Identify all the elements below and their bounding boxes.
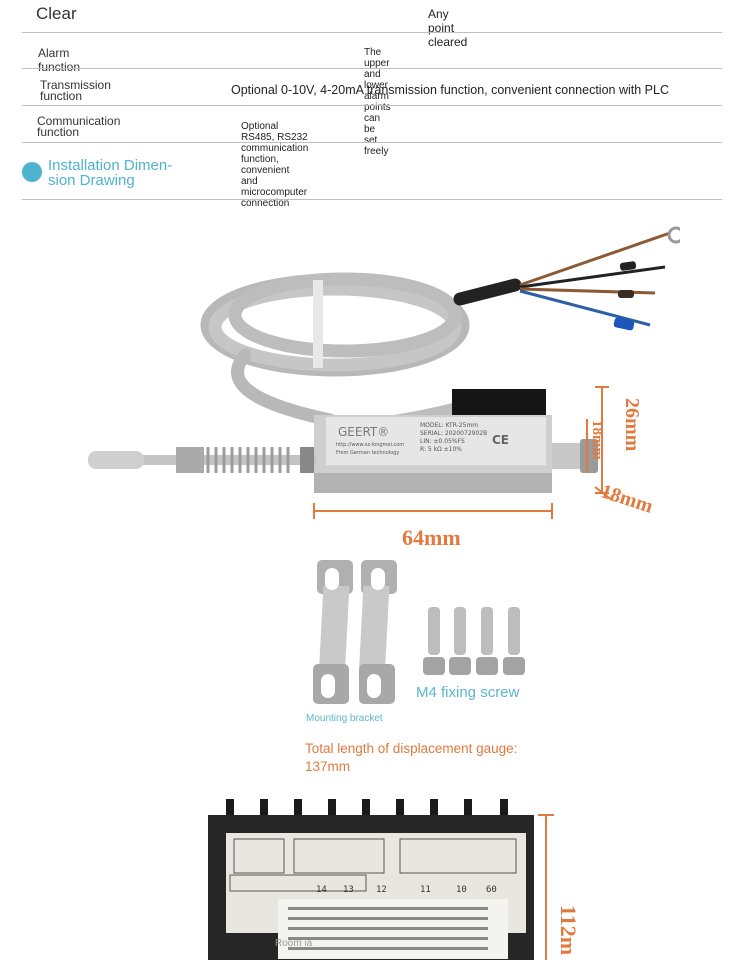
- sensor-url: http://www.sz-longmei.com: [336, 442, 405, 448]
- meter-photo: [208, 799, 554, 960]
- sensor-origin: From German technology: [336, 450, 400, 456]
- spec-row-transmission-desc: Optional 0-10V, 4-20mA transmission func…: [231, 83, 669, 97]
- spec-row-transmission-label: Transmission function: [40, 78, 111, 103]
- dim-length: 64mm: [402, 525, 461, 550]
- terminal-label: 14: [316, 885, 327, 895]
- m4-screws-image: [423, 607, 525, 675]
- spec-row-alarm-label: Alarm function: [38, 46, 81, 74]
- total-length-note: Total length of displacement gauge: 137m…: [305, 740, 517, 776]
- section-title-line-2: sion Drawing: [48, 172, 135, 189]
- sensor-label-panel: GEERT® MODEL: KTR-25mm SERIAL: 202007290…: [332, 419, 514, 459]
- dim-height: 26mm: [621, 398, 643, 452]
- connector-box: [452, 389, 546, 419]
- terminal-label: 12: [376, 885, 387, 895]
- sensor-serial: SERIAL: 2020072902B: [420, 430, 488, 437]
- cable-tie: [313, 280, 323, 368]
- ring-terminal: [667, 226, 680, 244]
- ce-mark: CE: [492, 433, 510, 447]
- meter-watermark: Room ia: [275, 938, 313, 949]
- terminal-label: 13: [343, 885, 354, 895]
- sensor-rod: [140, 455, 316, 465]
- spec-row-clear-label: Clear: [36, 4, 77, 23]
- terminal-label: 11: [420, 885, 431, 895]
- mounting-bracket-label: Mounting bracket: [306, 713, 383, 724]
- sensor-r: R: 5 kΩ ±10%: [420, 446, 462, 453]
- terminal-label: 10: [456, 885, 467, 895]
- cable-coil: [200, 272, 470, 427]
- spec-row-communication-label: Communication function: [37, 114, 121, 139]
- section-title: Installation Dimen- sion Drawing: [48, 158, 172, 188]
- sensor-brand: GEERT®: [338, 425, 390, 439]
- total-length-line-2: 137mm: [305, 759, 351, 774]
- m4-screw-label: M4 fixing screw: [416, 684, 520, 701]
- section-title-line-1: Installation Dimen-: [48, 157, 173, 174]
- dim-meter: 112m: [556, 905, 581, 956]
- sensor-lin: LIN: ±0.05%FS: [420, 438, 465, 445]
- hex-nut: [176, 447, 204, 473]
- section-bullet: [22, 162, 42, 182]
- spec-row-alarm-desc: The upper and lower alarm points can be …: [364, 47, 391, 157]
- dimension-lines: [313, 386, 613, 519]
- spec-divider: [22, 142, 722, 143]
- spec-divider: [22, 68, 722, 69]
- sensor-model: MODEL: KTR-25mm: [420, 422, 479, 429]
- probe-tip: [88, 451, 144, 469]
- section-divider: [22, 199, 722, 200]
- spec-divider: [22, 105, 722, 106]
- spec-row-communication-desc: Optional RS485, RS232 communication func…: [241, 121, 309, 209]
- dim-inner: 18mm: [589, 420, 605, 460]
- terminal-label: 60: [486, 885, 497, 895]
- sensor-photo: [88, 226, 680, 519]
- total-length-line-1: Total length of displacement gauge:: [305, 741, 518, 756]
- spec-divider: [22, 32, 722, 33]
- mounting-bracket-image: [313, 560, 397, 704]
- spec-row-clear-desc: Any point cleared: [428, 7, 468, 49]
